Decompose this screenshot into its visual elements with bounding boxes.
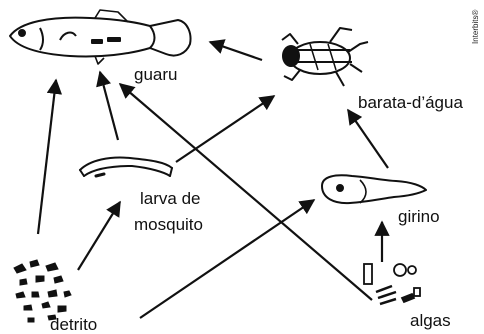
arrow-bug-to-guaru	[210, 42, 262, 60]
arrow-larva-to-guaru	[100, 72, 118, 140]
label-larva-line2: mosquito	[134, 215, 203, 234]
algae-icon	[364, 264, 420, 304]
label-barata: barata-d’água	[358, 93, 463, 112]
tadpole-icon	[322, 175, 426, 203]
label-detrito: detrito	[50, 315, 97, 334]
arrow-larva-to-bug	[176, 96, 274, 162]
arrow-detritus-to-larva	[78, 202, 120, 270]
label-guaru: guaru	[134, 65, 177, 84]
food-web-arrows	[38, 42, 388, 318]
label-larva-line1: larva de	[140, 189, 200, 208]
label-algas: algas	[410, 311, 451, 330]
water-bug-icon	[282, 28, 368, 86]
guaru-fish-icon	[10, 10, 191, 64]
label-girino: girino	[398, 207, 440, 226]
mosquito-larva-icon	[80, 158, 172, 177]
arrow-tadpole-to-bug	[348, 110, 388, 168]
credit-label: Interbits®	[471, 10, 480, 44]
detritus-icon	[14, 260, 71, 322]
arrow-detritus-to-guaru	[38, 80, 56, 234]
